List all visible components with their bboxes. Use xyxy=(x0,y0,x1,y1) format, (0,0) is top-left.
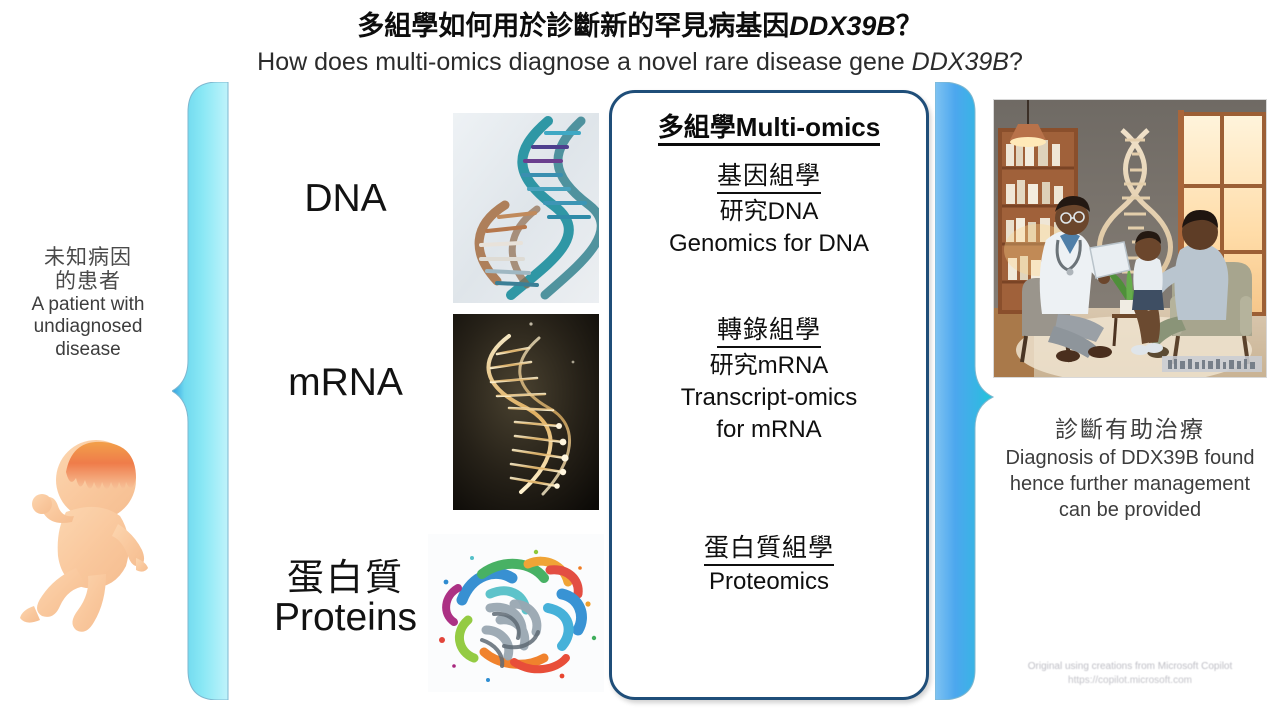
title-en-suffix: ? xyxy=(1008,48,1023,76)
label-mrna-text: mRNA xyxy=(288,361,403,404)
protein-ribbon-image xyxy=(428,534,604,692)
multi-omics-heading: 多組學Multi-omics xyxy=(612,107,926,146)
patient-caption: 未知病因 的患者 A patient with undiagnosed dise… xyxy=(4,246,172,360)
page-title-english: How does multi-omics diagnose a novel ra… xyxy=(0,48,1280,77)
multi-omics-heading-en: Multi-omics xyxy=(735,112,881,142)
label-dna-text: DNA xyxy=(304,177,387,220)
mrna-golden-helix-image xyxy=(453,314,599,510)
patient-caption-zh-line2: 的患者 xyxy=(55,269,121,293)
source-credit: Original using creations from Microsoft … xyxy=(985,660,1275,687)
label-proteins: 蛋白質 Proteins xyxy=(238,558,453,639)
title-zh-gene: DDX39B xyxy=(789,11,896,41)
doctor-consultation-image xyxy=(993,99,1267,378)
patient-caption-zh-line1: 未知病因 xyxy=(44,246,132,269)
title-zh-prefix: 多組學如何用於診斷新的罕見病基因 xyxy=(357,11,790,41)
multi-omics-heading-zh: 多組學 xyxy=(657,112,736,142)
patient-caption-en-line3: disease xyxy=(55,338,121,360)
crawling-baby-icon xyxy=(20,440,148,632)
left-brace-shape xyxy=(172,82,229,700)
section-transcriptomics-sub-zh: 研究mRNA xyxy=(709,351,829,379)
source-credit-line2: https://copilot.microsoft.com xyxy=(1068,674,1192,686)
dna-double-helix-image xyxy=(453,113,599,303)
source-credit-line1: Original using creations from Microsoft … xyxy=(1027,661,1233,672)
section-proteomics-heading-zh: 蛋白質組學 xyxy=(703,534,834,566)
page-title-chinese: 多組學如何用於診斷新的罕見病基因DDX39B？ xyxy=(0,4,1280,43)
diagnosis-caption-en-line2: hence further management xyxy=(1009,472,1251,495)
right-brace-shape xyxy=(935,82,995,700)
diagnosis-caption-zh: 診斷有助治療 xyxy=(1055,416,1205,442)
title-en-prefix: How does multi-omics diagnose a novel ra… xyxy=(257,48,912,76)
label-proteins-zh: 蛋白質 xyxy=(287,557,404,598)
label-proteins-en: Proteins xyxy=(273,596,418,640)
section-proteomics: 蛋白質組學 Proteomics xyxy=(612,533,926,596)
section-transcriptomics: 轉錄組學 研究mRNA Transcript-omics for mRNA xyxy=(612,315,926,444)
section-genomics-label-en: Genomics for DNA xyxy=(668,229,870,257)
section-genomics-heading-zh: 基因組學 xyxy=(716,162,821,194)
section-transcriptomics-label-en-line1: Transcript-omics xyxy=(680,383,858,411)
section-transcriptomics-label-en-line2: for mRNA xyxy=(716,416,822,444)
multi-omics-panel: 多組學Multi-omics 基因組學 研究DNA Genomics for D… xyxy=(609,90,929,700)
patient-caption-en-line1: A patient with xyxy=(31,294,145,316)
label-mrna: mRNA xyxy=(238,361,453,404)
section-genomics: 基因組學 研究DNA Genomics for DNA xyxy=(612,161,926,258)
label-dna: DNA xyxy=(238,177,453,220)
diagnosis-caption-en-line1: Diagnosis of DDX39B found xyxy=(1005,446,1255,469)
title-zh-suffix: ？ xyxy=(895,11,923,41)
section-genomics-sub-zh: 研究DNA xyxy=(719,197,819,225)
diagnosis-caption-en-line3: can be provided xyxy=(1058,498,1202,521)
diagnosis-caption: 診斷有助治療 Diagnosis of DDX39B found hence f… xyxy=(985,416,1275,522)
section-proteomics-label-en: Proteomics xyxy=(708,567,830,595)
title-en-gene: DDX39B xyxy=(911,48,1009,76)
patient-caption-en-line2: undiagnosed xyxy=(33,316,143,338)
section-transcriptomics-heading-zh: 轉錄組學 xyxy=(716,316,821,348)
